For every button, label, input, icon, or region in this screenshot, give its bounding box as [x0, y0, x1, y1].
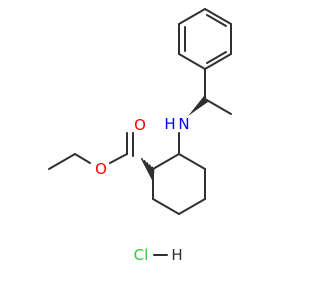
benzene-ring [178, 8, 232, 70]
ethyl-bond [74, 153, 91, 164]
cyclohexane-ring [152, 153, 206, 215]
chlorine-label: Cl [134, 246, 149, 264]
ring-bond [178, 198, 206, 215]
amine-hydrogen-label: H [164, 115, 175, 133]
ester-oxygen-label: O [95, 160, 107, 178]
ester-single-bond [109, 153, 128, 164]
phenylethylamine-group: N H [164, 68, 232, 155]
ring-bond [152, 153, 180, 170]
ring-bond [178, 153, 206, 170]
methyl-bond [204, 98, 232, 115]
aromatic-bond [178, 8, 206, 25]
wedge-stereo-bond [188, 96, 208, 116]
aromatic-bond [178, 53, 206, 70]
aromatic-inner-bond [206, 51, 227, 64]
ester-group: O O [48, 116, 155, 180]
ring-bond [152, 198, 180, 215]
aromatic-bond [204, 8, 232, 25]
hydrochloride-salt: Cl H [134, 246, 183, 264]
salt-hydrogen-label: H [171, 246, 182, 264]
nitrogen-label: N [178, 115, 189, 133]
carbonyl-oxygen-label: O [134, 116, 146, 134]
aromatic-bond [204, 53, 232, 70]
ethyl-bond [48, 153, 76, 170]
aromatic-inner-bond [206, 14, 227, 27]
hashed-stereo-bond [141, 157, 155, 180]
molecule-structure: O O N H Cl H [48, 8, 232, 264]
